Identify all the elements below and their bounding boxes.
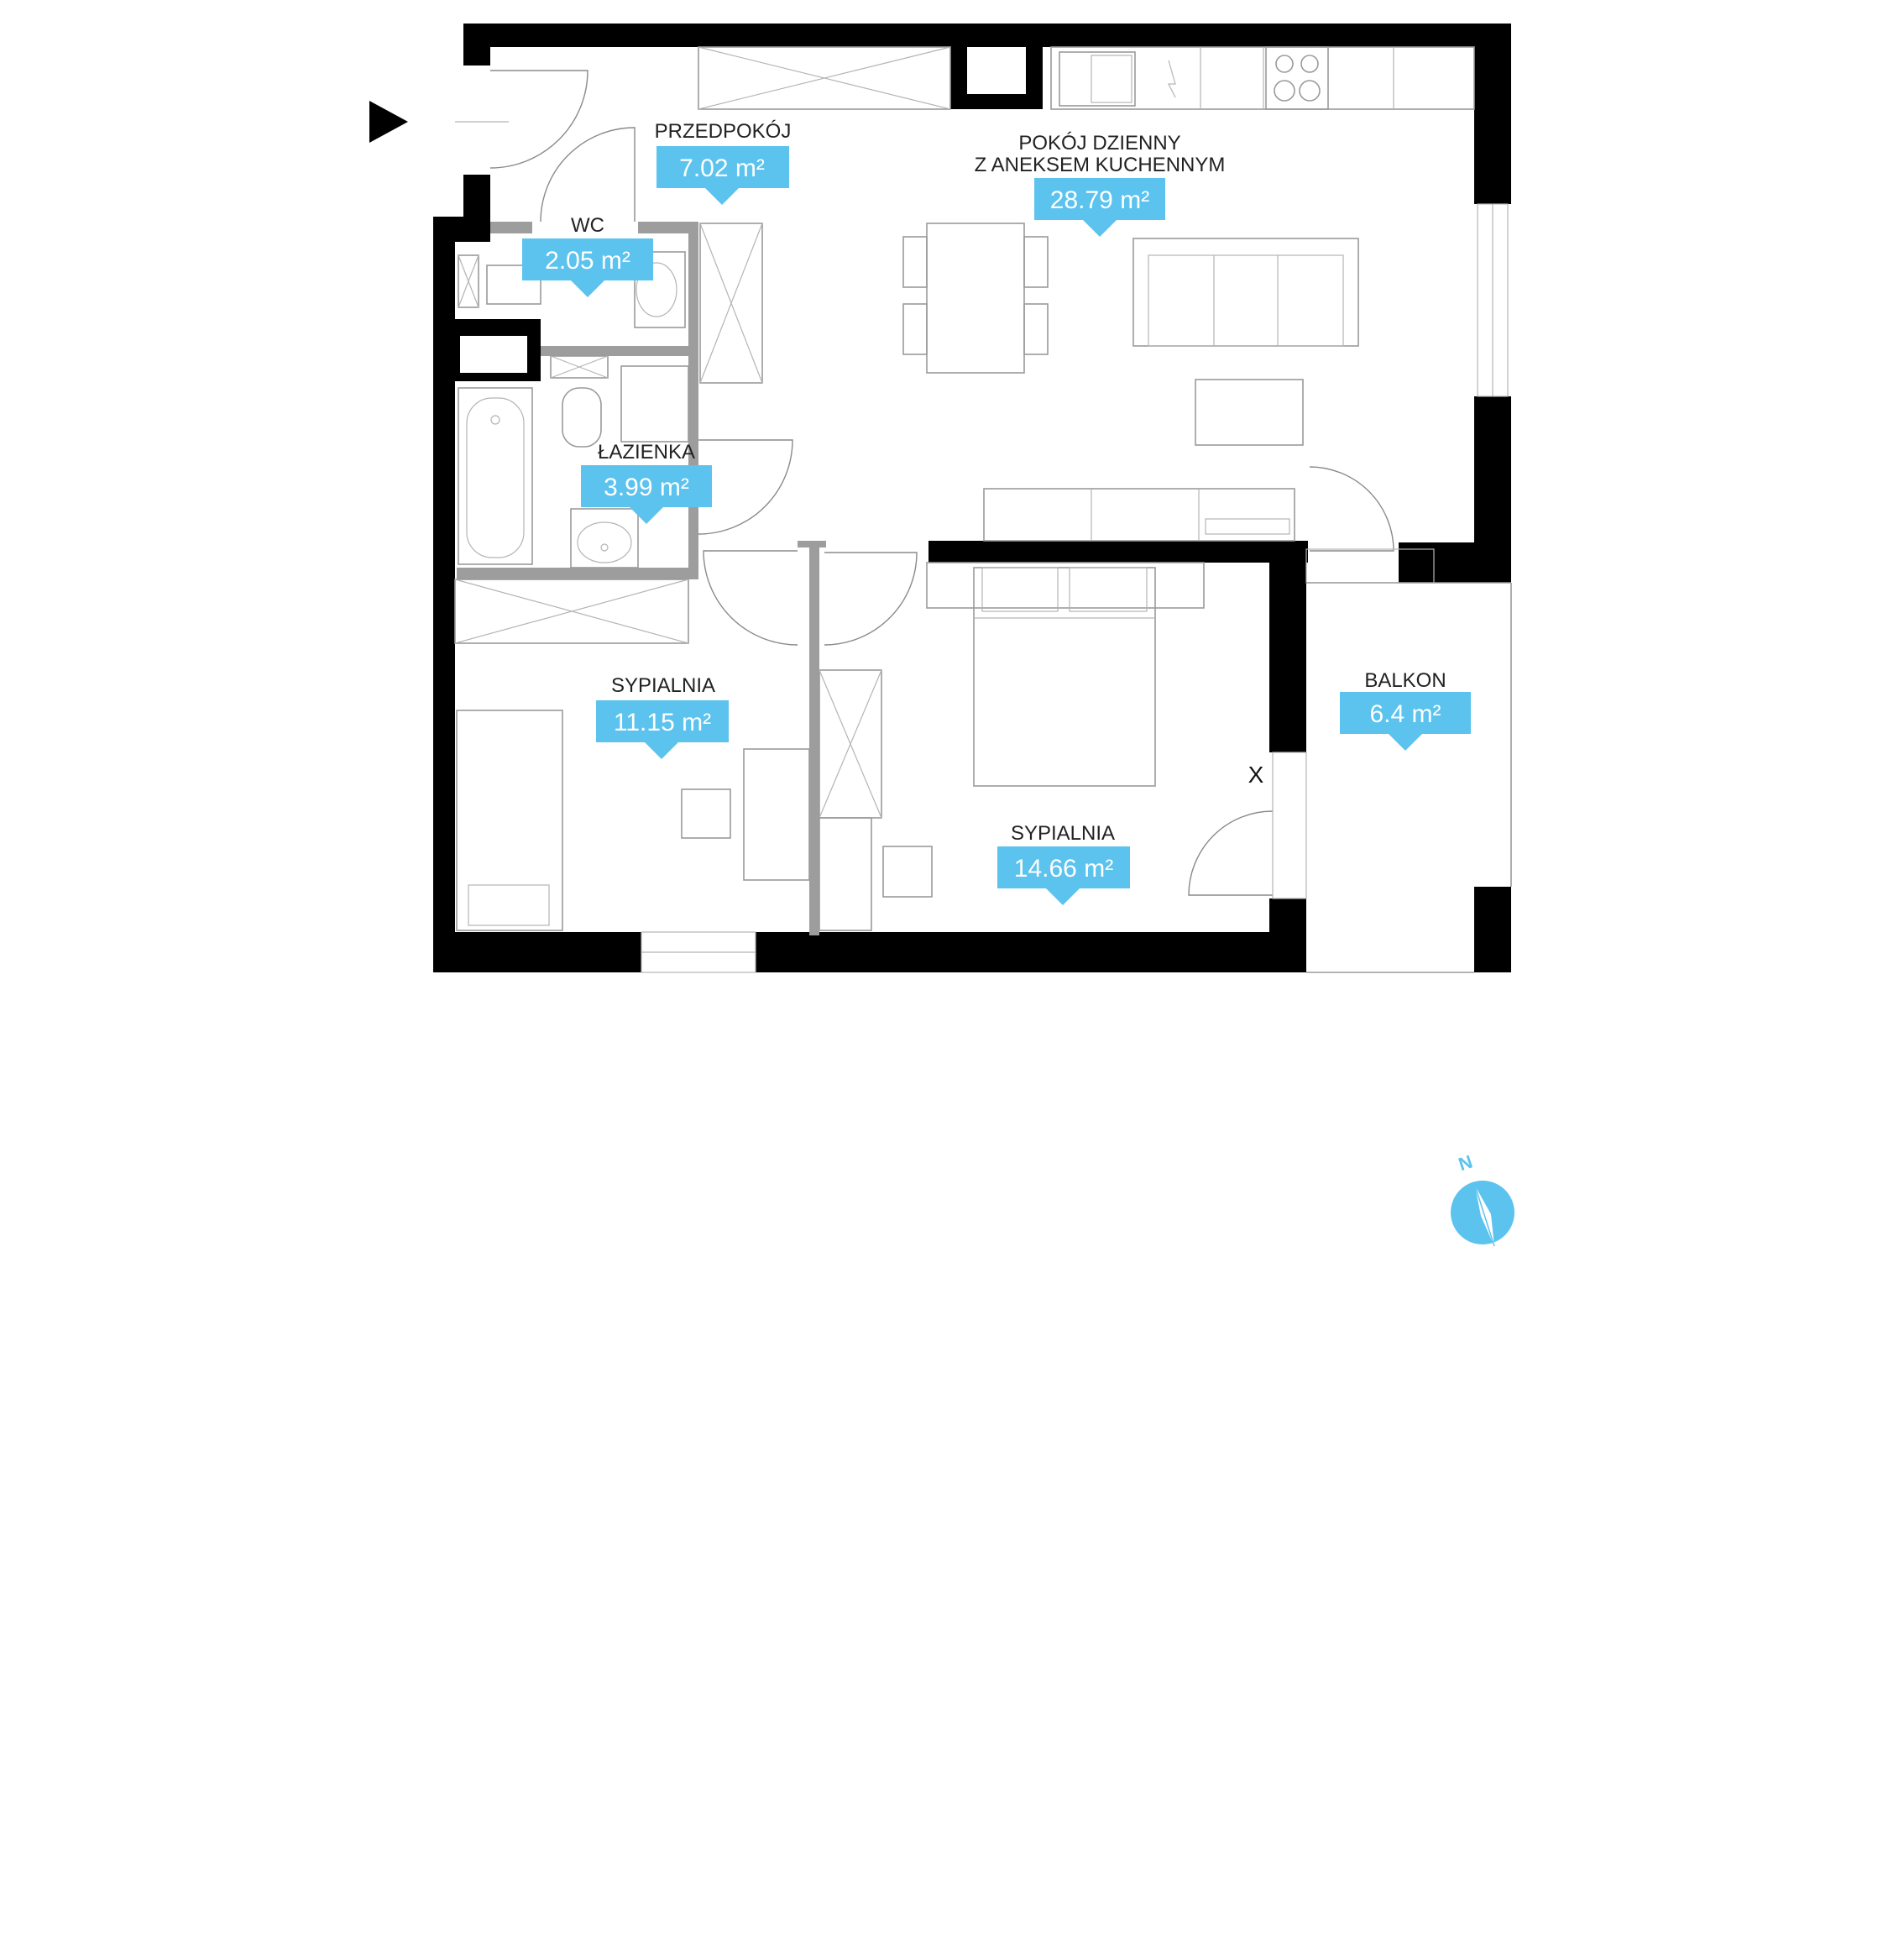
- compass-north-label: N: [1456, 1151, 1475, 1176]
- room-label-wc: WC: [571, 214, 604, 237]
- entrance-arrow-icon: [369, 101, 408, 143]
- room-label-sypialnia-2: SYPIALNIA: [1011, 822, 1115, 845]
- compass-icon: N: [1451, 1151, 1514, 1247]
- room-label-pokoj-dzienny-2: Z ANEKSEM KUCHENNYM: [975, 154, 1226, 176]
- room-area-pokoj-dzienny: 28.79 m²: [1050, 186, 1149, 214]
- room-label-sypialnia-1: SYPIALNIA: [611, 674, 715, 697]
- room-area-wc: 2.05 m²: [545, 247, 630, 275]
- room-przedpokoj: PRZEDPOKÓJ 7.02 m²: [655, 120, 792, 205]
- room-sypialnia-1: SYPIALNIA 11.15 m²: [596, 674, 729, 759]
- room-pokoj-dzienny: POKÓJ DZIENNY Z ANEKSEM KUCHENNYM 28.79 …: [975, 132, 1226, 237]
- room-area-lazienka: 3.99 m²: [604, 474, 689, 501]
- room-sypialnia-2: SYPIALNIA 14.66 m²: [997, 822, 1130, 905]
- room-label-pokoj-dzienny: POKÓJ DZIENNY: [1018, 132, 1180, 155]
- room-lazienka: ŁAZIENKA 3.99 m²: [581, 441, 712, 524]
- room-area-sypialnia-2: 14.66 m²: [1014, 855, 1113, 883]
- room-area-sypialnia-1: 11.15 m²: [614, 709, 711, 736]
- room-label-balkon: BALKON: [1364, 669, 1446, 692]
- room-wc: WC 2.05 m²: [522, 214, 653, 297]
- room-label-lazienka: ŁAZIENKA: [598, 441, 695, 464]
- doors-windows: [455, 70, 1512, 973]
- room-area-balkon: 6.4 m²: [1369, 700, 1441, 728]
- room-balkon: BALKON 6.4 m²: [1340, 669, 1471, 751]
- x-marker: X: [1248, 762, 1264, 788]
- outer-walls: [433, 24, 1511, 972]
- room-label-przedpokoj: PRZEDPOKÓJ: [655, 120, 792, 143]
- furniture: [454, 46, 1475, 931]
- room-area-przedpokoj: 7.02 m²: [679, 155, 765, 182]
